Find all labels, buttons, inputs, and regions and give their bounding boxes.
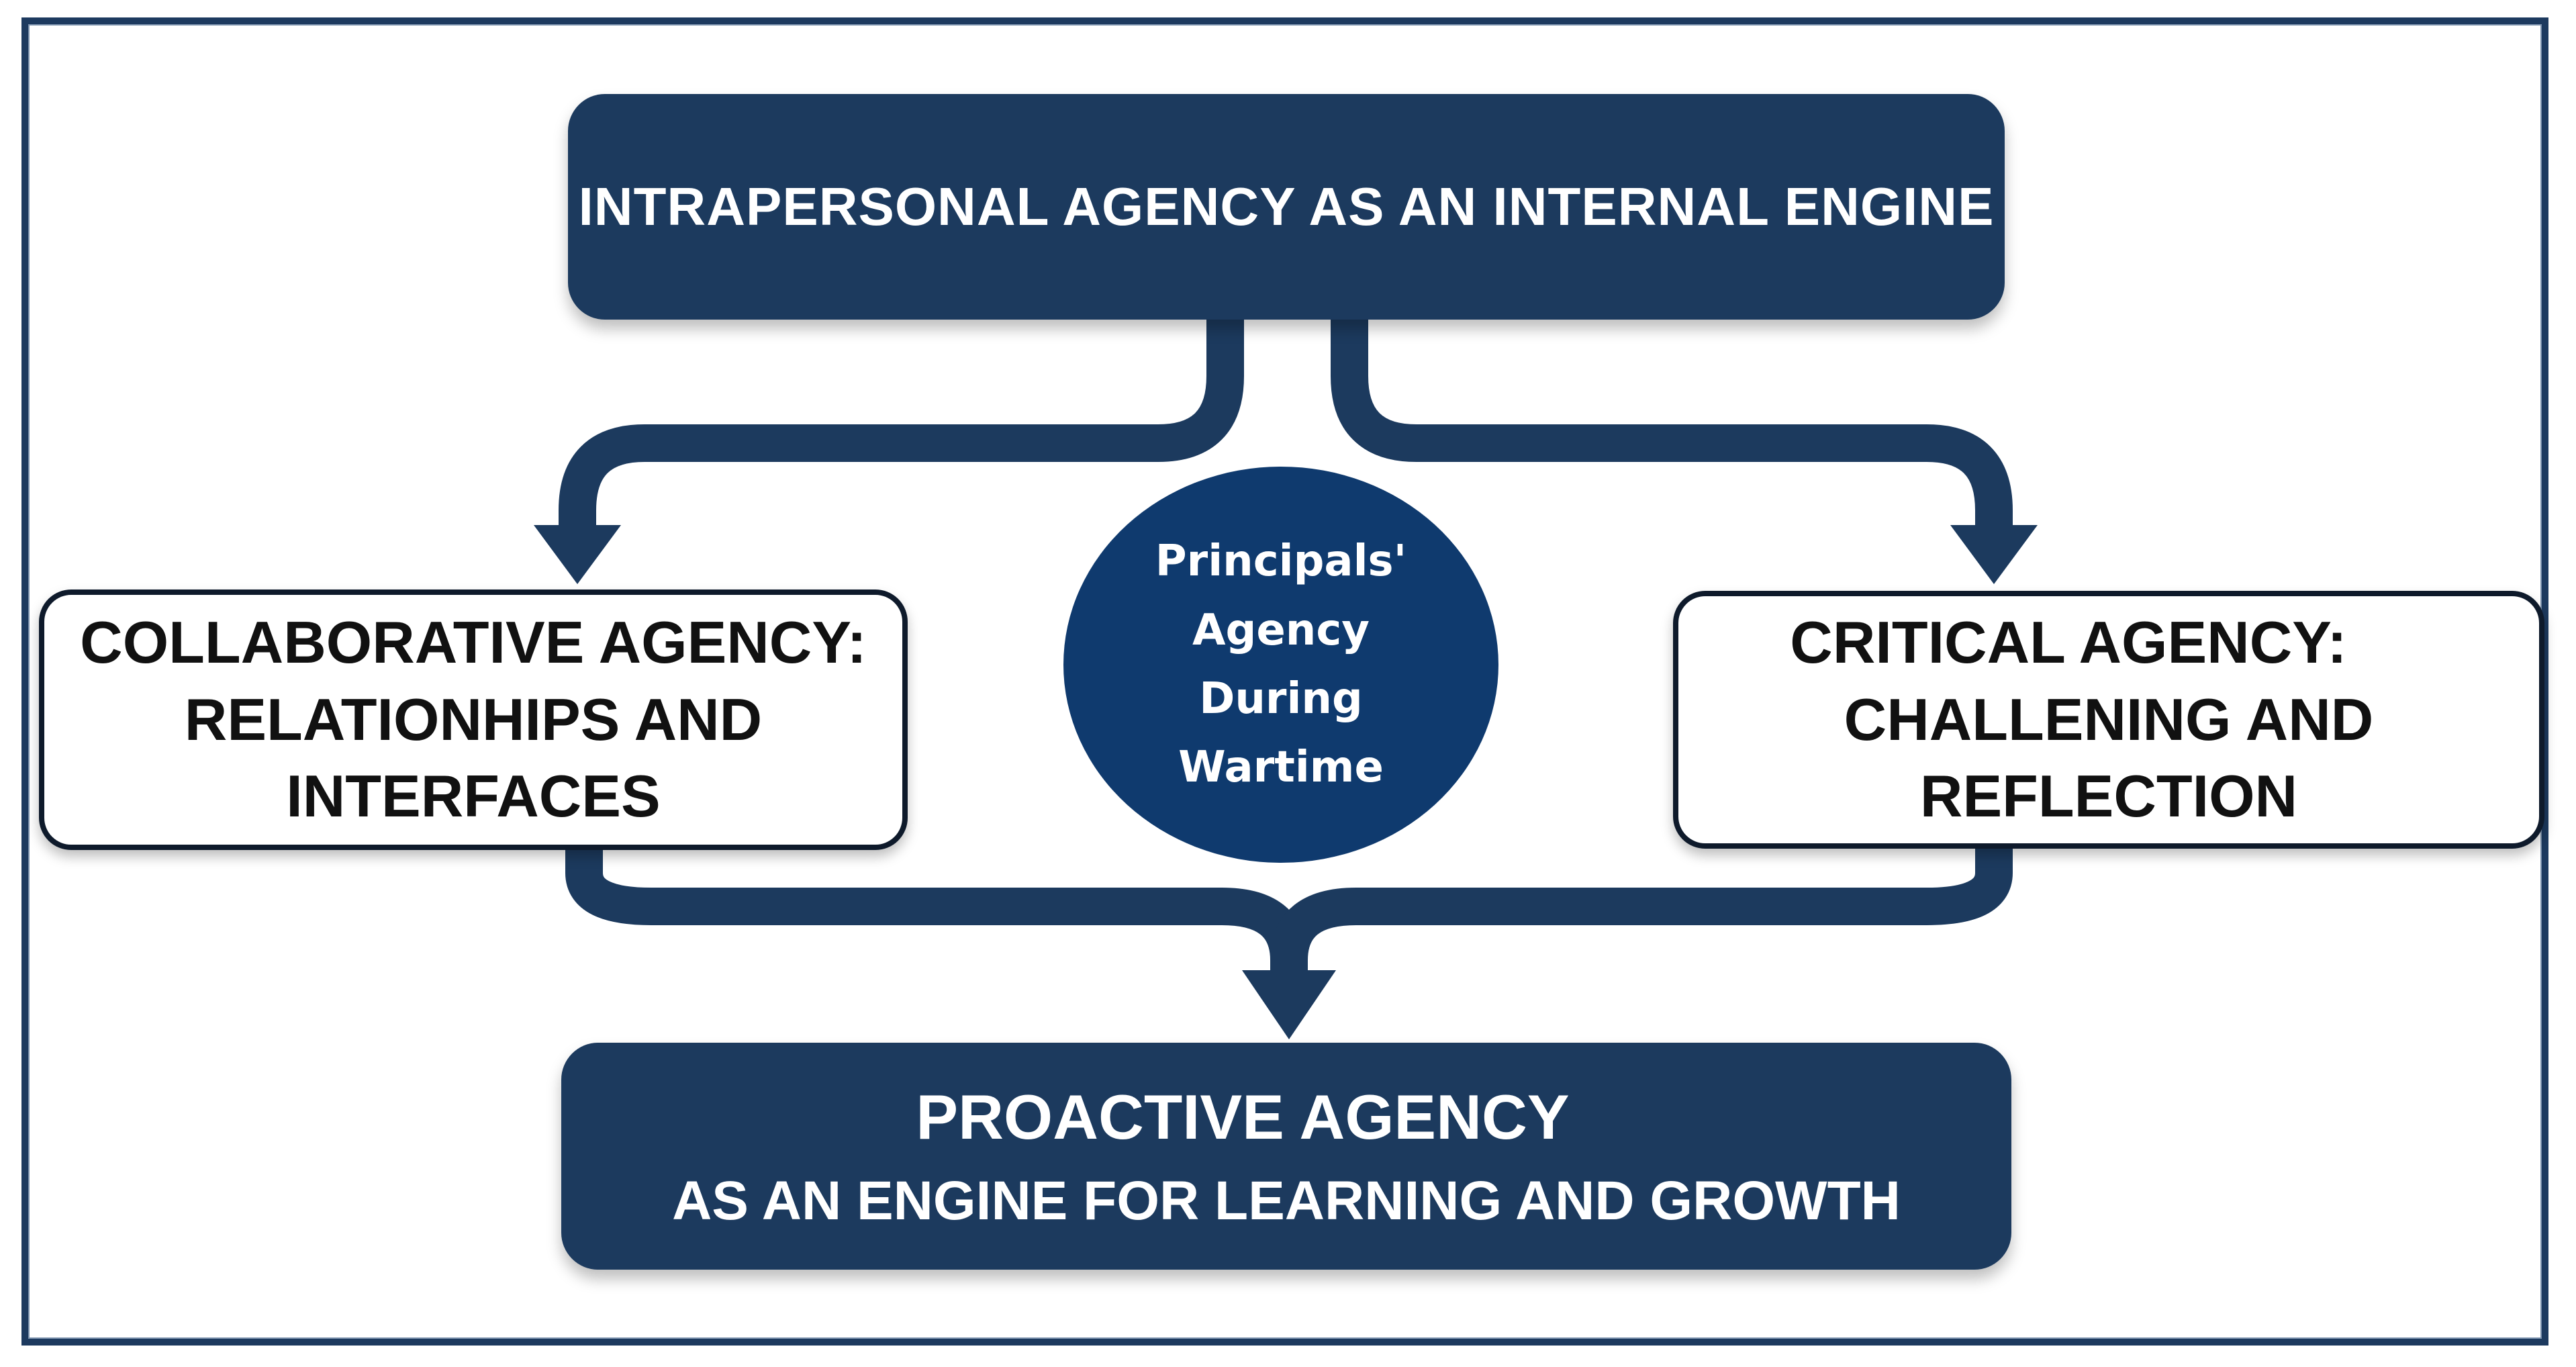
intrapersonal-agency-label: INTRAPERSONAL AGENCY AS AN INTERNAL ENGI… <box>578 177 1995 236</box>
proactive-agency-subtitle: AS AN ENGINE FOR LEARNING AND GROWTH <box>672 1170 1901 1231</box>
critical-agency-box: CRITICAL AGENCY: CHALLENING AND REFLECTI… <box>1673 591 2544 849</box>
proactive-agency-title: PROACTIVE AGENCY <box>916 1082 1570 1153</box>
circle-line: During <box>1199 674 1363 724</box>
critical-agency-title: CRITICAL AGENCY: <box>1790 609 2347 676</box>
circle-line: Principals' <box>1155 536 1407 587</box>
proactive-agency-box: PROACTIVE AGENCY AS AN ENGINE FOR LEARNI… <box>561 1043 2011 1270</box>
circle-line: Agency <box>1192 605 1370 655</box>
arrow-top-to-left <box>559 320 1244 530</box>
circle-line: Wartime <box>1178 743 1384 793</box>
arrow-top-to-right <box>1331 320 2013 530</box>
principals-agency-circle: Principals' Agency During Wartime <box>1063 467 1498 863</box>
critical-agency-subtitle: CHALLENING AND REFLECTION <box>1844 686 2374 830</box>
arrowhead-left <box>534 525 621 584</box>
collaborative-agency-subtitle: RELATIONHIPS AND INTERFACES <box>184 686 763 830</box>
arrowhead-bottom <box>1242 970 1336 1039</box>
collaborative-agency-box: COLLABORATIVE AGENCY: RELATIONHIPS AND I… <box>39 590 908 850</box>
arrowhead-right <box>1950 525 2038 584</box>
collaborative-agency-title: COLLABORATIVE AGENCY: <box>80 609 867 676</box>
intrapersonal-agency-box: INTRAPERSONAL AGENCY AS AN INTERNAL ENGI… <box>568 94 2005 320</box>
arrow-left-to-bottom <box>565 850 1308 979</box>
arrow-right-to-bottom <box>1270 849 2013 979</box>
